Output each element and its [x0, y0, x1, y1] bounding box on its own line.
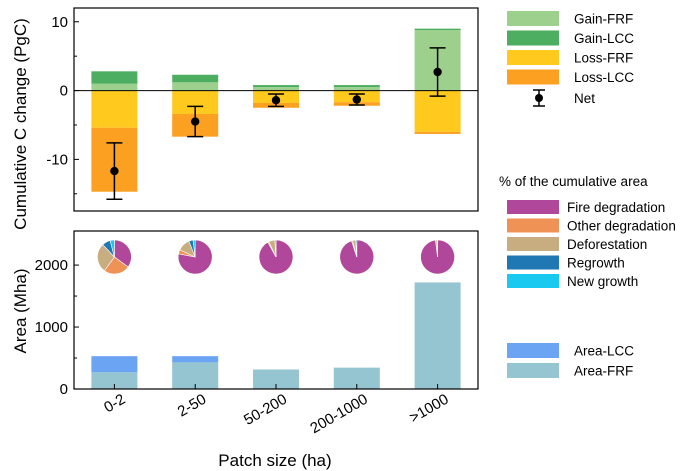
legend-swatch-gain-lcc [507, 30, 559, 46]
legend-swatch-regrowth [507, 255, 559, 270]
net-50-200-point [271, 96, 281, 105]
area-bars [91, 282, 461, 389]
area-ytick-label: 2000 [35, 257, 68, 274]
legend-label-regrowth: Regrowth [567, 256, 625, 271]
area-ytick-label: 1000 [35, 319, 68, 336]
xtick-label-200-1000: 200-1000 [307, 391, 370, 437]
legend-swatch-loss-frf [507, 50, 559, 65]
carbon-plot-frame [73, 7, 479, 212]
net-2-50-point [191, 117, 200, 126]
pie-slice-new-growth-0-2 [109, 239, 115, 258]
legend-swatch-other-degradation [507, 218, 559, 233]
pie-slice-deforestation-0-2 [97, 244, 115, 272]
carbon-change-panel: -10 0 10 Cumulative C change (PgC) [11, 7, 479, 230]
bar-area-frf-1000 [414, 282, 461, 389]
pie-slice-regrowth-1000 [436, 239, 438, 258]
carbon-legend: Gain-FRF Gain-LCC Loss-FRF Loss-LCC Net [507, 11, 634, 107]
bar-gain-lcc-2-50 [172, 74, 219, 83]
area-y-axis: 0 1000 2000 [35, 257, 79, 398]
bar-area-lcc-2-50 [172, 356, 219, 363]
carbon-ytick-label: -10 [46, 151, 68, 168]
carbon-y-axis-label: Cumulative C change (PgC) [11, 18, 30, 230]
pie-slice-new-growth-2-50 [192, 239, 196, 258]
legend-net-point [535, 94, 543, 102]
bar-gain-lcc-50-200 [253, 85, 299, 88]
pie-slice-regrowth-50-200 [274, 239, 277, 258]
area-ytick-label: 0 [60, 381, 68, 398]
bar-gain-lcc-0-2 [91, 71, 138, 84]
legend-label-fire-degradation: Fire degradation [567, 200, 665, 215]
area-y-axis-label: Area (Mha) [11, 268, 30, 353]
bar-loss-lcc-1000 [414, 131, 461, 134]
net-1000-point [433, 67, 442, 77]
legend-label-area-lcc: Area-LCC [574, 344, 634, 359]
bar-gain-frf-50-200 [253, 87, 299, 91]
bar-area-frf-0-2 [91, 372, 138, 389]
bar-loss-frf-0-2 [91, 90, 138, 128]
bar-area-frf-200-1000 [333, 367, 380, 389]
legend-swatch-area-frf [507, 363, 559, 378]
legend-swatch-area-lcc [507, 343, 559, 358]
legend-swatch-new-growth [507, 274, 559, 288]
carbon-ytick-label: 10 [51, 14, 68, 31]
net-0-2-point [110, 166, 119, 176]
net-200-1000-point [352, 95, 361, 104]
carbon-bars [74, 28, 478, 192]
bar-gain-lcc-200-1000 [333, 85, 380, 88]
legend-label-area-frf: Area-FRF [574, 364, 633, 379]
legend-label-other-degradation: Other degradation [567, 219, 676, 234]
area-panel: 0 1000 2000 0-2 2-50 50-200 200-1000 >1000 Are… [11, 230, 479, 470]
legend-swatch-gain-frf [507, 11, 559, 26]
legend-label-loss-lcc: Loss-LCC [574, 70, 634, 85]
legend-label-deforestation: Deforestation [567, 237, 647, 252]
bar-area-frf-50-200 [253, 369, 299, 389]
area-pies [97, 239, 455, 275]
bar-loss-frf-1000 [414, 90, 461, 132]
xtick-label-1000: >1000 [407, 391, 452, 427]
bar-gain-frf-0-2 [91, 83, 138, 91]
patch-size-x-axis: 0-2 2-50 50-200 200-1000 >1000 [101, 384, 452, 437]
xtick-label-0-2: 0-2 [101, 391, 128, 417]
bar-gain-lcc-1000 [414, 28, 461, 31]
legend-swatch-fire-degradation [507, 200, 559, 214]
legend-swatch-loss-lcc [507, 69, 559, 85]
pie-slice-regrowth-200-1000 [355, 239, 358, 258]
bar-loss-frf-2-50 [172, 90, 219, 114]
legend-label-net: Net [574, 91, 595, 106]
bar-gain-frf-2-50 [172, 82, 219, 91]
legend-label-gain-frf: Gain-FRF [574, 12, 633, 27]
area-legend: Area-LCC Area-FRF [507, 343, 634, 379]
xtick-label-50-200: 50-200 [241, 391, 290, 429]
net-markers [106, 47, 446, 201]
legend-label-gain-lcc: Gain-LCC [574, 31, 634, 46]
xtick-label-2-50: 2-50 [175, 391, 210, 421]
legend-label-new-growth: New growth [567, 274, 638, 289]
pie-legend-title: % of the cumulative area [499, 174, 648, 189]
legend-label-loss-frf: Loss-FRF [574, 51, 633, 66]
pie-slice-fire-degradation-0-2 [114, 239, 132, 268]
x-axis-label: Patch size (ha) [218, 451, 331, 470]
legend-swatch-deforestation [507, 237, 559, 251]
bar-gain-frf-200-1000 [333, 87, 380, 91]
carbon-ytick-label: 0 [60, 83, 68, 100]
carbon-y-axis: -10 0 10 [46, 14, 79, 195]
bar-area-lcc-0-2 [91, 356, 138, 373]
